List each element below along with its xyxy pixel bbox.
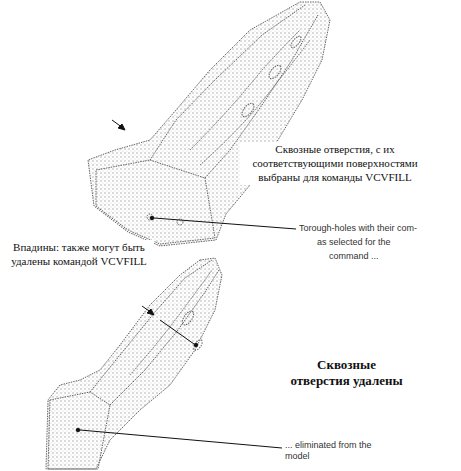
leader-line <box>154 218 296 229</box>
leader-dot <box>194 343 198 347</box>
leader-dot <box>150 216 154 220</box>
callout-text: ... eliminated from the model <box>284 440 374 462</box>
callout-text: Сквозные отверстия, с их соответствующим… <box>240 142 430 185</box>
callout-text: Torough-holes with their com- <box>298 223 418 234</box>
leader-line <box>160 320 194 344</box>
pointer-arrow <box>118 124 125 130</box>
pointer-arrow <box>147 309 154 315</box>
callout-text: Сквозные отверстия удалены <box>284 356 409 391</box>
callout-text: command ... <box>328 251 380 262</box>
leader-line <box>80 430 282 448</box>
top-model <box>88 2 330 246</box>
leader-dot <box>76 428 80 432</box>
callout-text: as selected for the <box>316 237 392 248</box>
bottom-model <box>46 258 222 469</box>
callout-text: Впадины: также могут быть удалены команд… <box>4 240 154 270</box>
